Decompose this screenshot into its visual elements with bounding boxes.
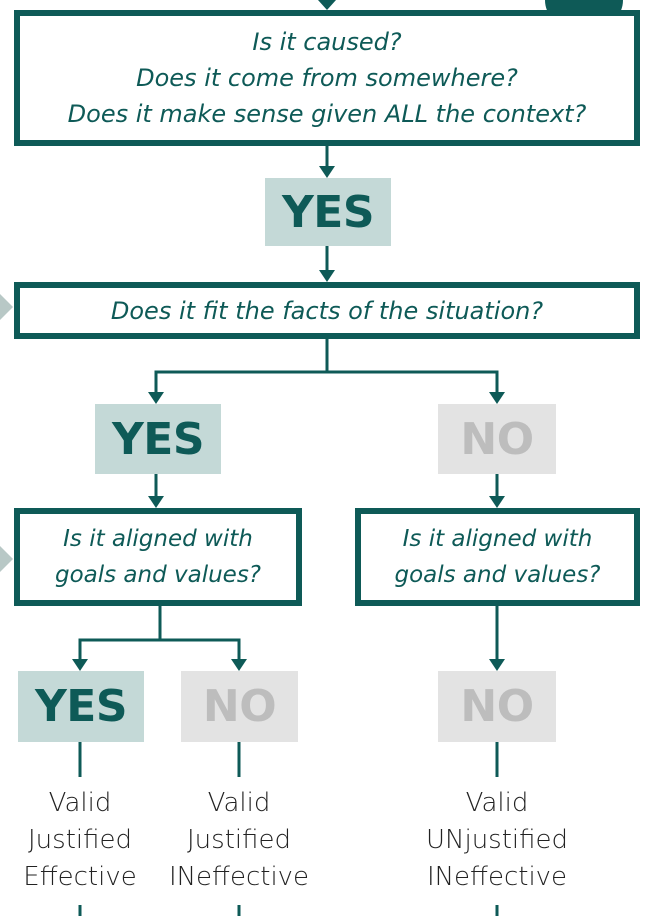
answer-yes-1: YES [265,178,391,246]
connector-q3left-branches [78,606,162,663]
arrowhead-no3a-icon [231,659,247,671]
arrowhead-yes-q2-icon [319,270,335,282]
outcome-justified-ineffective: Valid Justified INeffective [164,785,314,896]
outcome-line: Justified [28,825,132,855]
outcome-line: INeffective [426,862,568,892]
question-box-goals-left: Is it aligned with goals and values? [14,508,302,606]
arrowhead-q1-yes-icon [319,166,335,178]
outcome-line: Valid [207,788,271,818]
arrowhead-q3right-icon [489,496,505,508]
answer-no-3-left: NO [181,671,298,742]
side-pointer-q2-icon [0,294,13,320]
question-line: Does it fit the facts of the situation? [110,296,544,325]
outcome-line: Effective [23,862,137,892]
question-box-goals-right: Is it aligned with goals and values? [355,508,640,606]
side-pointer-q3-icon [0,546,13,572]
answer-yes-2: YES [95,404,221,474]
arrowhead-top-icon [318,0,336,10]
answer-no-3-right: NO [438,671,556,742]
question-line: Does it make sense given ALL the context… [67,100,587,128]
outcome-line: UNjustified [425,825,569,855]
outcome-line: Valid [48,788,112,818]
question-line: goals and values? [394,562,601,588]
arrowhead-q3left-icon [148,496,164,508]
question-line: Is it caused? [252,28,402,56]
question-line: goals and values? [54,562,262,588]
outcome-line: Valid [465,788,529,818]
answer-yes-3: YES [18,671,144,742]
connector-q2-branches [154,339,329,396]
outcome-line: INeffective [168,862,310,892]
arrowhead-yes3-icon [72,659,88,671]
question-line: Is it aligned with [402,526,593,552]
arrowhead-q2-no-icon [489,392,505,404]
connector-q3left-no [160,638,241,663]
arrowhead-no3b-icon [489,659,505,671]
outcome-justified-effective: Valid Justified Effective [10,785,150,896]
question-line: Does it come from somewhere? [136,64,518,92]
question-line: Is it aligned with [63,526,253,552]
outcome-unjustified-ineffective: Valid UNjustified INeffective [414,785,580,896]
connector-q2-no [327,370,499,396]
arrowhead-q2-yes-icon [148,392,164,404]
question-box-fit-facts: Does it fit the facts of the situation? [14,282,640,339]
question-box-caused: Is it caused? Does it come from somewher… [14,10,640,146]
answer-no-2: NO [438,404,556,474]
outcome-line: Justified [187,825,291,855]
